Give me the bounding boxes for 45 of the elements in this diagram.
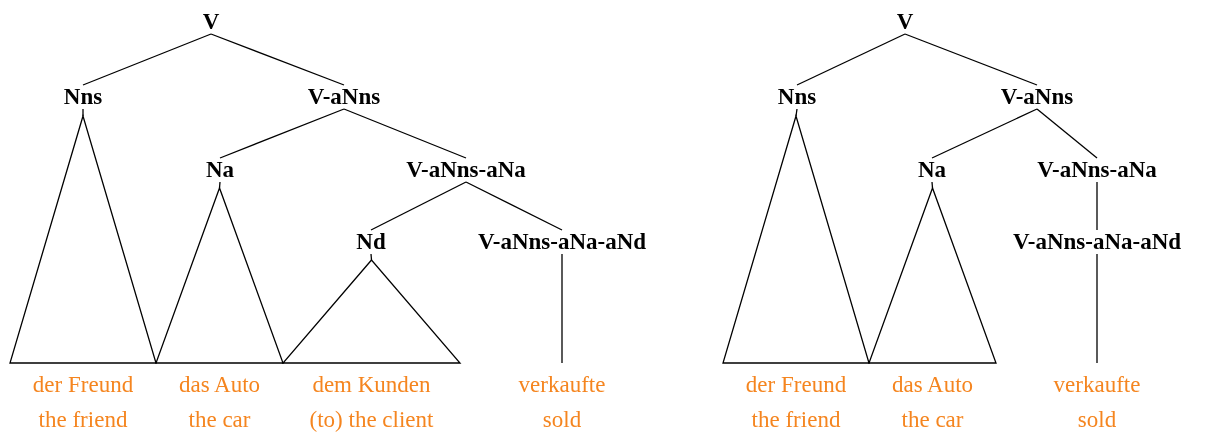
tree-branch xyxy=(465,181,563,231)
category-label: V-aNns xyxy=(1000,85,1074,109)
tree-branch xyxy=(210,33,345,86)
gloss-text: sold xyxy=(542,406,582,434)
phrase-text: der Freund xyxy=(745,371,847,399)
tree-branch xyxy=(796,33,906,86)
tree-branch xyxy=(370,253,373,261)
category-label: V-aNns-aNa-aNd xyxy=(477,230,647,254)
gloss-text: sold xyxy=(1077,406,1117,434)
category-label: V-aNns-aNa xyxy=(1037,158,1157,182)
tree-branch xyxy=(343,108,467,159)
tree-branch xyxy=(561,253,563,364)
phrase-text: der Freund xyxy=(32,371,134,399)
phrase-text: das Auto xyxy=(178,371,261,399)
phrase-text: verkaufte xyxy=(1053,371,1141,399)
tree-branch xyxy=(931,181,934,189)
tree-branch xyxy=(219,108,345,159)
category-label: Na xyxy=(917,158,947,182)
gloss-text: the friend xyxy=(38,406,128,434)
gloss-text: the car xyxy=(901,406,964,434)
category-label: V xyxy=(896,10,914,34)
tree-branch xyxy=(904,33,1038,86)
category-label: V-aNns-aNa xyxy=(406,158,526,182)
gloss-text: (to) the client xyxy=(309,406,434,434)
tree-branch xyxy=(1036,108,1098,159)
category-label: V xyxy=(202,10,220,34)
tree-branch xyxy=(82,33,212,86)
phrase-text: dem Kunden xyxy=(312,371,431,399)
tree-branch xyxy=(82,108,84,117)
tree-branch xyxy=(1096,253,1098,364)
phrase-text: das Auto xyxy=(891,371,974,399)
category-label: Nd xyxy=(356,230,386,254)
category-label: Nns xyxy=(63,85,103,109)
gloss-text: the friend xyxy=(751,406,841,434)
tree-branch xyxy=(1096,181,1098,231)
gloss-text: the car xyxy=(188,406,251,434)
phrase-text: verkaufte xyxy=(518,371,606,399)
tree-branch xyxy=(931,108,1038,159)
tree-branch xyxy=(218,181,221,189)
tree-branch xyxy=(795,108,798,117)
category-label: V-aNns xyxy=(307,85,381,109)
category-label: Nns xyxy=(777,85,817,109)
category-label: Na xyxy=(205,158,235,182)
category-label: V-aNns-aNa-aNd xyxy=(1012,230,1182,254)
tree-branch xyxy=(370,181,467,231)
